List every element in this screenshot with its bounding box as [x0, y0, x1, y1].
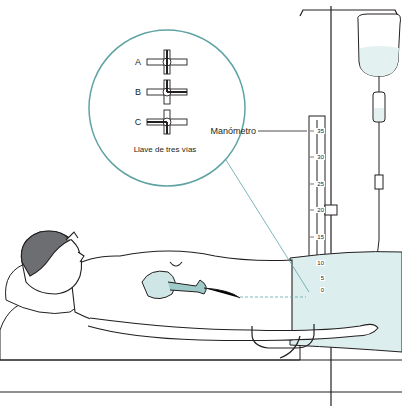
bed-and-pillow — [0, 392, 402, 393]
patient — [21, 231, 81, 294]
manometer — [310, 157, 314, 158]
leader-lines — [226, 160, 309, 292]
scale-number: 20 — [316, 207, 325, 213]
patient — [21, 231, 70, 276]
patient — [88, 318, 378, 341]
iv-pole — [300, 10, 331, 16]
magnifier-circle — [89, 30, 245, 186]
callout-letter: B — [135, 88, 141, 97]
manometer — [310, 210, 314, 211]
iv-bag — [358, 14, 401, 76]
manometer — [310, 237, 314, 238]
scale-number: 0 — [320, 287, 325, 293]
bed-and-pillow — [0, 360, 402, 361]
catheter-site — [142, 271, 240, 298]
iv-bag — [360, 46, 399, 76]
catheter-site — [168, 280, 206, 294]
stopcock-icons — [147, 50, 187, 74]
catheter-site — [204, 288, 240, 298]
callout-letter: A — [135, 58, 141, 67]
stopcock-icons — [147, 110, 187, 134]
magnifier-circle — [89, 30, 245, 186]
part-label: Manómetro — [210, 127, 256, 136]
scale-number: 30 — [316, 154, 325, 160]
callout-letter: C — [135, 118, 142, 127]
scale-number: 15 — [316, 234, 325, 240]
iv-bag — [379, 76, 380, 92]
stopcock-icons — [147, 50, 187, 134]
stopcock-icons — [164, 50, 170, 74]
stopcock-icons — [166, 50, 168, 74]
patient — [21, 231, 378, 341]
scale-number: 10 — [316, 260, 325, 266]
scale-number: 25 — [316, 181, 325, 187]
manometer — [310, 184, 314, 185]
stopcock-icons — [167, 91, 187, 93]
scale-number: 35 — [316, 128, 325, 134]
iv-bag — [375, 175, 383, 189]
patient — [66, 232, 84, 262]
stopcock-icons — [166, 80, 168, 92]
tubing — [280, 336, 300, 358]
leader-lines — [240, 297, 306, 298]
patient — [170, 262, 182, 266]
iv-bag — [374, 108, 384, 121]
stopcock-icons — [147, 80, 187, 104]
part-label: Llave de tres vías — [134, 146, 197, 154]
tubing — [252, 324, 314, 358]
stopcock-icons — [166, 122, 168, 134]
iv-bag — [379, 122, 380, 175]
leader-lines — [258, 131, 307, 132]
manometer — [310, 131, 314, 132]
iv-bag — [373, 92, 385, 122]
tubing — [252, 324, 314, 348]
scale-number: 5 — [320, 275, 325, 281]
manometer — [325, 205, 337, 215]
stopcock-icons — [147, 121, 167, 123]
leader-lines — [226, 131, 309, 297]
